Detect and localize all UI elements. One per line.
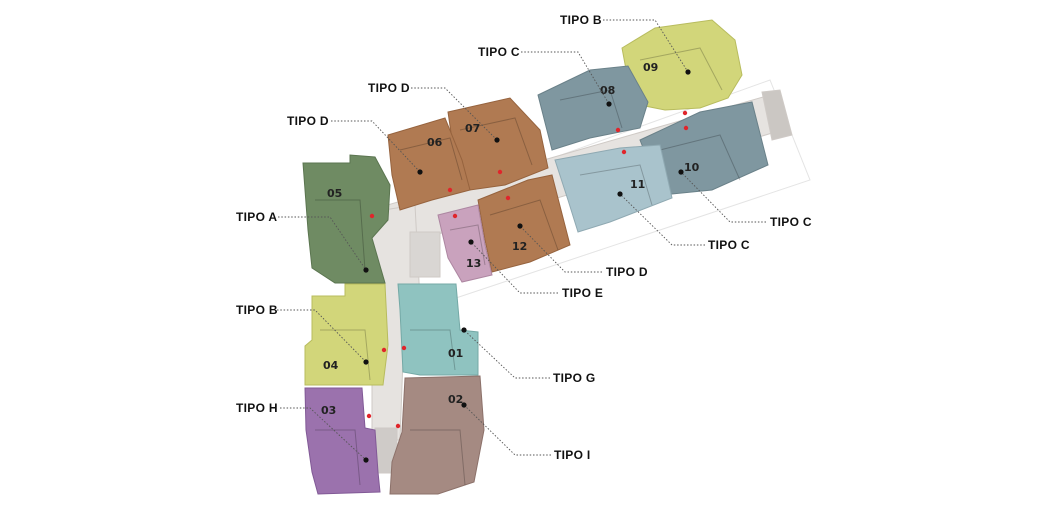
- unit-shape: [304, 387, 381, 495]
- marker-dot: [417, 169, 423, 175]
- type-labels: TIPO B TIPO C TIPO D TIPO D TIPO A TIPO …: [236, 13, 812, 462]
- type-label: TIPO H: [236, 401, 278, 415]
- unit-number: 05: [327, 187, 342, 200]
- access-dot: [452, 213, 458, 219]
- unit-number: 07: [465, 122, 480, 135]
- unit-10[interactable]: 10: [639, 101, 769, 196]
- unit-03[interactable]: 03: [304, 387, 381, 495]
- type-label: TIPO B: [560, 13, 602, 27]
- access-dot: [505, 195, 511, 201]
- type-label: TIPO A: [236, 210, 277, 224]
- unit-number: 02: [448, 393, 463, 406]
- type-label: TIPO D: [368, 81, 410, 95]
- unit-number: 04: [323, 359, 339, 372]
- marker-dot: [517, 223, 523, 229]
- unit-number: 08: [600, 84, 615, 97]
- unit-08[interactable]: 08: [537, 65, 649, 151]
- marker-dot: [363, 359, 369, 365]
- access-dots: [366, 110, 689, 429]
- unit-number: 13: [466, 257, 481, 270]
- type-label: TIPO B: [236, 303, 278, 317]
- marker-dot: [617, 191, 623, 197]
- access-dot: [366, 413, 372, 419]
- unit-05[interactable]: 05: [302, 154, 391, 284]
- marker-dot: [461, 402, 467, 408]
- access-dot: [683, 125, 689, 131]
- unit-shape: [387, 117, 471, 211]
- unit-shape: [389, 375, 485, 495]
- type-label: TIPO G: [553, 371, 595, 385]
- marker-dot: [494, 137, 500, 143]
- unit-shape: [477, 174, 571, 273]
- access-dot: [381, 347, 387, 353]
- unit-number: 12: [512, 240, 527, 253]
- unit-01[interactable]: 01: [397, 283, 479, 376]
- access-dot: [369, 213, 375, 219]
- type-label: TIPO E: [562, 286, 603, 300]
- unit-shape: [537, 65, 649, 151]
- unit-number: 09: [643, 61, 658, 74]
- unit-shape: [554, 144, 673, 233]
- marker-dot: [678, 169, 684, 175]
- access-dot: [682, 110, 688, 116]
- marker-dot: [606, 101, 612, 107]
- unit-number: 01: [448, 347, 463, 360]
- type-label: TIPO C: [770, 215, 812, 229]
- unit-shape: [304, 283, 389, 386]
- type-label: TIPO D: [606, 265, 648, 279]
- marker-dot: [363, 457, 369, 463]
- access-dot: [395, 423, 401, 429]
- marker-dot: [363, 267, 369, 273]
- type-label: TIPO I: [554, 448, 590, 462]
- unit-06[interactable]: 06: [387, 117, 471, 211]
- marker-dot: [468, 239, 474, 245]
- unit-13[interactable]: 13: [437, 204, 493, 283]
- unit-markers: [363, 69, 691, 463]
- leader-lines: [277, 19, 766, 461]
- unit-shape: [302, 154, 391, 284]
- marker-dot: [461, 327, 467, 333]
- marker-dot: [685, 69, 691, 75]
- access-dot: [401, 345, 407, 351]
- unit-number: 06: [427, 136, 443, 149]
- access-dot: [615, 127, 621, 133]
- unit-04[interactable]: 04: [304, 283, 389, 386]
- access-dot: [497, 169, 503, 175]
- unit-shape: [397, 283, 479, 376]
- unit-shape: [437, 204, 493, 283]
- access-dot: [447, 187, 453, 193]
- type-label: TIPO C: [478, 45, 520, 59]
- access-dot: [621, 149, 627, 155]
- unit-number: 10: [684, 161, 700, 174]
- unit-12[interactable]: 12: [477, 174, 571, 273]
- unit-02[interactable]: 02: [389, 375, 485, 495]
- unit-11[interactable]: 11: [554, 144, 673, 233]
- unit-number: 03: [321, 404, 336, 417]
- type-label: TIPO D: [287, 114, 329, 128]
- type-label: TIPO C: [708, 238, 750, 252]
- unit-number: 11: [630, 178, 645, 191]
